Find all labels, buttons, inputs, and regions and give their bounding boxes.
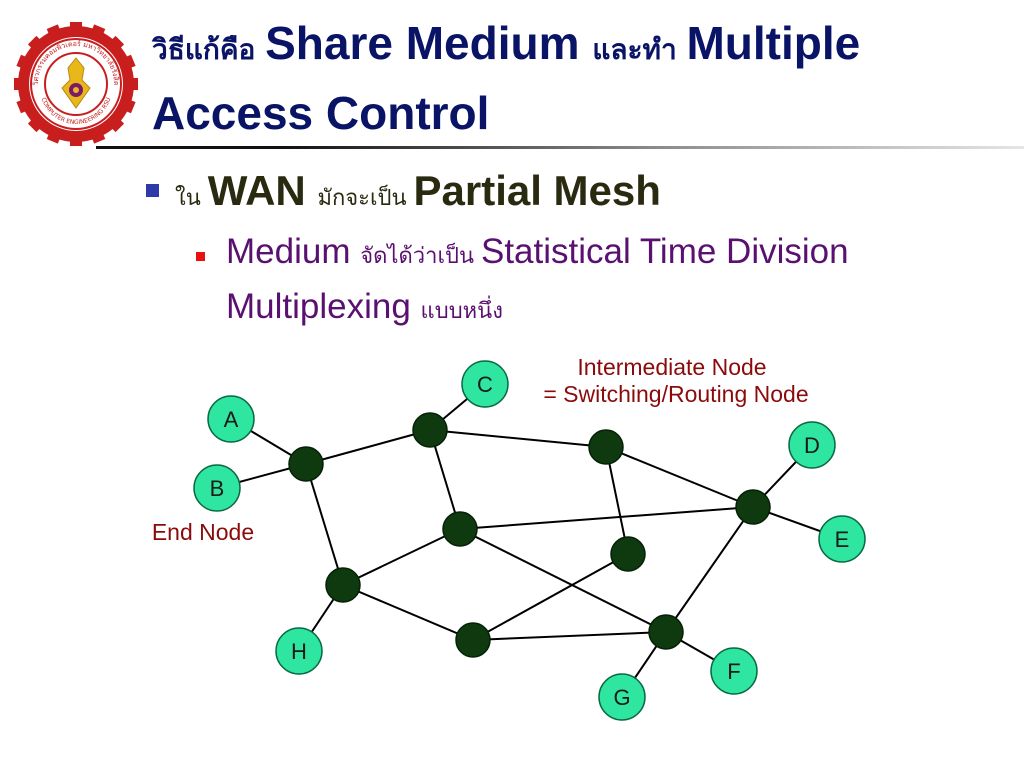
end-node-label-F: F bbox=[727, 659, 740, 684]
end-node-label-B: B bbox=[210, 476, 225, 501]
bullet-square-icon bbox=[146, 184, 159, 197]
end-node-circle bbox=[193, 464, 241, 512]
text-run: Partial Mesh bbox=[413, 167, 661, 214]
switch-node-s3 bbox=[588, 429, 624, 465]
switch-node-s1 bbox=[288, 446, 324, 482]
end-node-H: H bbox=[275, 627, 323, 675]
switch-node-s5 bbox=[442, 511, 478, 547]
text-run: มักจะเป็น bbox=[317, 186, 414, 211]
end-node-C: C bbox=[461, 360, 509, 408]
intermediate-node-label: Intermediate Node bbox=[577, 354, 766, 380]
link-s5-s9 bbox=[459, 528, 667, 633]
end-node-circle bbox=[275, 627, 323, 675]
end-node-label: End Node bbox=[152, 519, 254, 545]
switch-nodes bbox=[288, 412, 771, 658]
text-run: Statistical Time Division Multiplexing bbox=[226, 232, 849, 326]
text-run: WAN bbox=[207, 167, 318, 214]
link-s2-s3 bbox=[429, 429, 607, 448]
text-run: แบบหนึ่ง bbox=[420, 299, 503, 324]
end-node-label-G: G bbox=[613, 685, 630, 710]
text-run: ใน bbox=[175, 186, 208, 211]
computer-engineering-logo: วิศวกรรมคอมพิวเตอร์ มหาวิทยาลัยรังสิต CO… bbox=[14, 22, 138, 146]
text-run: Share Medium bbox=[265, 17, 593, 69]
link-s8-s6 bbox=[472, 553, 629, 641]
end-node-circle bbox=[710, 647, 758, 695]
link-s5-s7 bbox=[342, 528, 461, 586]
bullet-level-1: ใน WAN มักจะเป็น Partial Mesh bbox=[146, 166, 1006, 226]
text-run: วิธีแก้คือ bbox=[152, 33, 266, 66]
link-s3-s4 bbox=[605, 446, 754, 508]
switch-node-s9 bbox=[648, 614, 684, 650]
text-run: Access Control bbox=[152, 87, 490, 139]
link-s5-s4 bbox=[459, 506, 754, 530]
title-divider bbox=[96, 146, 1024, 149]
text-run: Multiple bbox=[686, 17, 861, 69]
text-run: Medium bbox=[226, 232, 361, 271]
text-run: จัดได้ว่าเป็น bbox=[360, 244, 481, 269]
sub-bullet-square-icon bbox=[196, 252, 205, 261]
link-s1-s2 bbox=[305, 429, 431, 465]
emblem-icon bbox=[61, 57, 91, 109]
switching-routing-node-label: = Switching/Routing Node bbox=[543, 381, 808, 407]
switch-node-s6 bbox=[610, 536, 646, 572]
links bbox=[216, 383, 843, 698]
text-run: และทำ bbox=[592, 33, 687, 66]
end-node-circle bbox=[598, 673, 646, 721]
end-node-circle bbox=[818, 515, 866, 563]
end-node-label-H: H bbox=[291, 639, 307, 664]
end-node-F: F bbox=[710, 647, 758, 695]
bullet-level-2: Medium จัดได้ว่าเป็น Statistical Time Di… bbox=[196, 228, 966, 338]
link-s3-s6 bbox=[605, 446, 629, 555]
end-node-label-A: A bbox=[224, 407, 239, 432]
end-node-label-D: D bbox=[804, 433, 820, 458]
end-node-label-E: E bbox=[835, 527, 850, 552]
switch-node-s8 bbox=[455, 622, 491, 658]
link-s7-s8 bbox=[342, 584, 474, 641]
end-node-circle bbox=[788, 421, 836, 469]
switch-node-s7 bbox=[325, 567, 361, 603]
end-node-circle bbox=[207, 395, 255, 443]
end-nodes: A B C D E F G H bbox=[193, 360, 866, 721]
gear-icon bbox=[14, 22, 138, 146]
end-node-circle bbox=[461, 360, 509, 408]
end-node-D: D bbox=[788, 421, 836, 469]
switch-node-s4 bbox=[735, 489, 771, 525]
end-node-G: G bbox=[598, 673, 646, 721]
switch-node-s2 bbox=[412, 412, 448, 448]
end-node-E: E bbox=[818, 515, 866, 563]
end-node-A: A bbox=[207, 395, 255, 443]
end-node-B: B bbox=[193, 464, 241, 512]
link-s8-s9 bbox=[472, 631, 667, 641]
link-s4-s9 bbox=[665, 506, 754, 633]
end-node-label-C: C bbox=[477, 372, 493, 397]
link-s1-s7 bbox=[305, 463, 344, 586]
